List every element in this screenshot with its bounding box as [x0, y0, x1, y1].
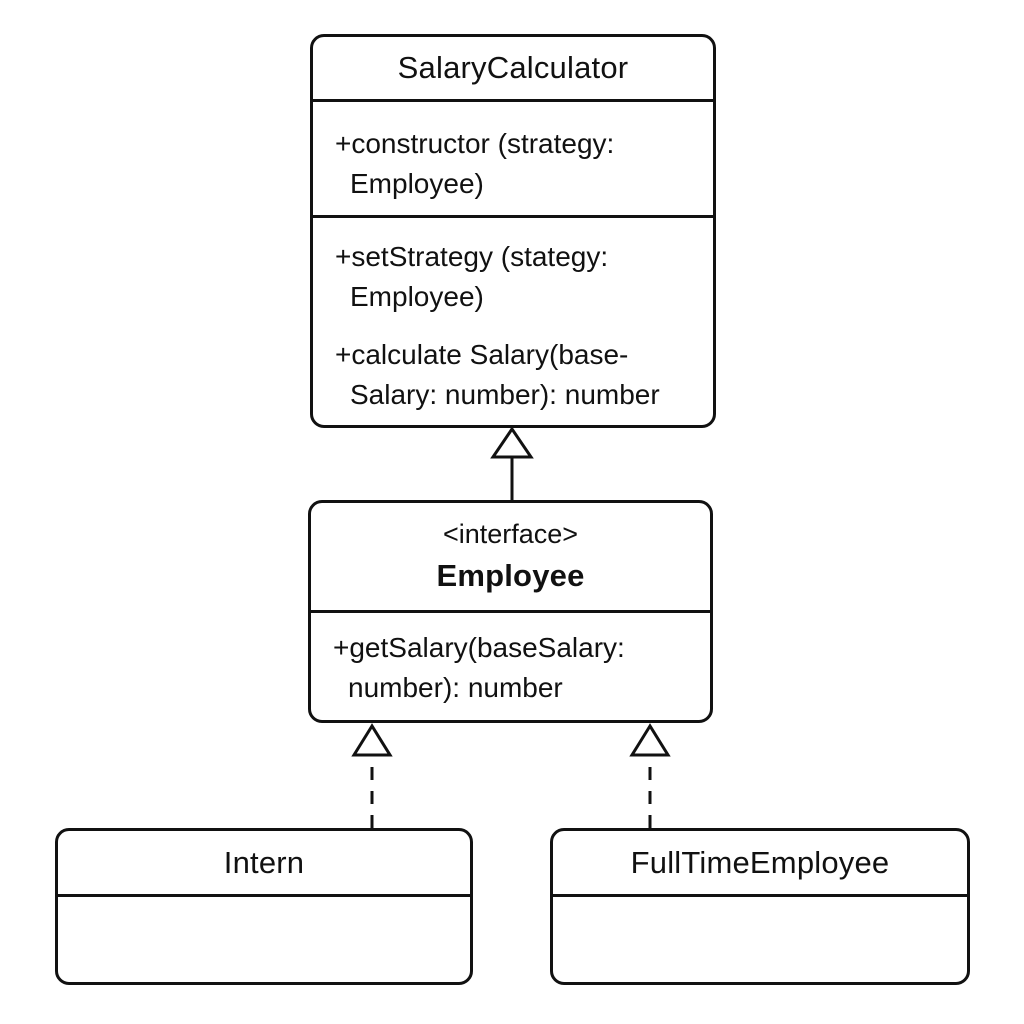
class-name-label: FullTimeEmployee	[630, 844, 890, 880]
method-calculatesalary: +calculate Salary(base- Salary: number):…	[335, 335, 703, 415]
class-title-compartment: FullTimeEmployee	[553, 831, 967, 897]
methods-compartment: +getSalary(baseSalary: number): number	[311, 613, 710, 720]
class-box-fulltimeemployee: FullTimeEmployee	[550, 828, 970, 985]
class-box-intern: Intern	[55, 828, 473, 985]
class-title-compartment: SalaryCalculator	[313, 37, 713, 102]
empty-members-compartment	[58, 897, 470, 982]
method-line: number): number	[348, 672, 563, 703]
method-setstrategy: +setStrategy (stategy: Employee)	[335, 237, 703, 317]
method-line: +getSalary(baseSalary:	[333, 632, 625, 663]
interface-box-employee: <interface> Employee +getSalary(baseSala…	[308, 500, 713, 723]
method-line: +constructor (strategy:	[335, 128, 615, 159]
interface-name-label: Employee	[436, 558, 585, 593]
class-box-salarycalculator: SalaryCalculator +constructor (strategy:…	[310, 34, 716, 428]
methods-compartment: +setStrategy (stategy: Employee) +calcul…	[313, 218, 713, 425]
hollow-triangle-arrowhead-icon	[490, 426, 534, 459]
method-line: Salary: number): number	[350, 379, 660, 410]
generalization-arrow-employee-to-salarycalculator	[490, 426, 534, 500]
method-line: +calculate Salary(base-	[335, 339, 629, 370]
method-line: Employee)	[350, 168, 484, 199]
empty-members-compartment	[553, 897, 967, 982]
hollow-triangle-arrowhead-icon	[351, 723, 393, 757]
method-getsalary: +getSalary(baseSalary: number): number	[333, 628, 700, 708]
interface-title-compartment: <interface> Employee	[311, 503, 710, 613]
class-name-label: SalaryCalculator	[397, 50, 629, 85]
method-constructor: +constructor (strategy: Employee)	[335, 124, 703, 204]
realization-arrow-fulltimeemployee-to-employee	[629, 723, 671, 828]
interface-stereotype-label: <interface>	[442, 519, 579, 549]
class-title-compartment: Intern	[58, 831, 470, 897]
constructor-compartment: +constructor (strategy: Employee)	[313, 102, 713, 218]
class-name-label: Intern	[223, 844, 305, 880]
hollow-triangle-arrowhead-icon	[629, 723, 671, 757]
method-line: +setStrategy (stategy:	[335, 241, 609, 272]
realization-arrow-intern-to-employee	[351, 723, 393, 828]
method-line: Employee)	[350, 281, 484, 312]
